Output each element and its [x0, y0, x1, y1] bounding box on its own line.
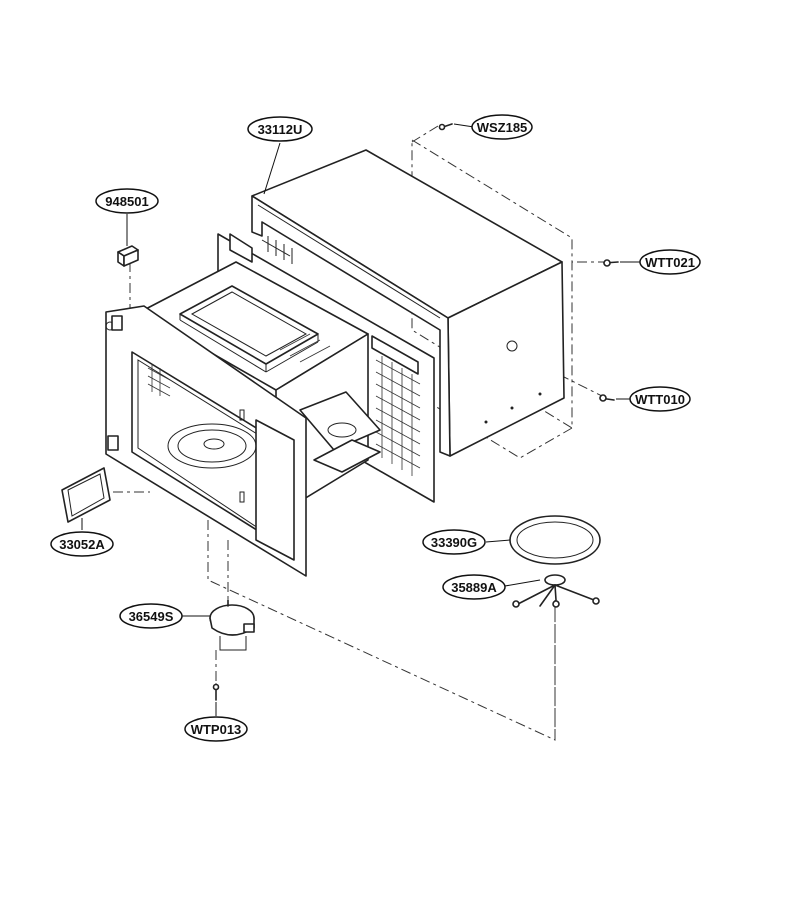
part-label-WTT021: WTT021 [639, 249, 701, 275]
part-number-text: 33052A [59, 537, 105, 552]
part-label-35889A: 35889A [442, 574, 506, 600]
front-frame [105, 305, 307, 577]
screw-WTP013 [212, 683, 220, 701]
outer-case [251, 149, 565, 457]
part-number-text: 33390G [431, 535, 477, 550]
part-number-text: WTP013 [191, 722, 242, 737]
part-number-text: 35889A [451, 580, 497, 595]
part-number-text: WSZ185 [477, 120, 528, 135]
part-label-WTT010: WTT010 [629, 386, 691, 412]
screw-WTT021 [603, 259, 619, 267]
part-label-36549S: 36549S [119, 603, 183, 629]
motor-36549S [209, 599, 255, 651]
part-label-WTP013: WTP013 [184, 716, 248, 742]
glass-tray-33390G [509, 515, 601, 565]
part-number-text: WTT010 [635, 392, 685, 407]
part-number-text: WTT021 [645, 255, 695, 270]
screw-WSZ185 [438, 123, 453, 131]
roller-support-35889A [512, 574, 600, 608]
part-number-text: 36549S [129, 609, 174, 624]
screw-WTT010 [599, 394, 615, 402]
leader-lines [81, 123, 642, 716]
part-label-33112U: 33112U [247, 116, 313, 142]
part-label-33052A: 33052A [50, 531, 114, 557]
switch-block-948501 [117, 245, 139, 267]
cover-plate-33052A [61, 467, 111, 523]
part-number-text: 33112U [258, 122, 303, 137]
part-label-33390G: 33390G [422, 529, 486, 555]
part-number-text: 948501 [105, 194, 148, 209]
part-label-948501: 948501 [95, 188, 159, 214]
part-label-WSZ185: WSZ185 [471, 114, 533, 140]
